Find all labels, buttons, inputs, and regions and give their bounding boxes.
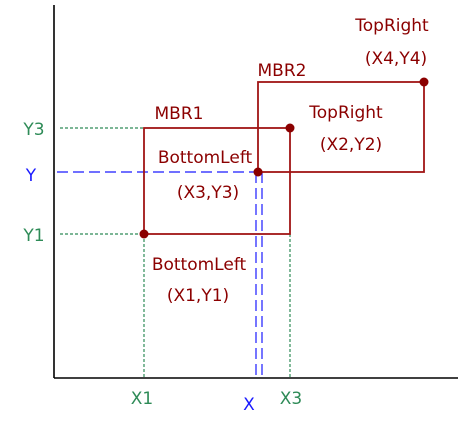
mbr2-rectangle — [257, 81, 425, 173]
mbr1-bottom-left-coords: (X1,Y1) — [167, 286, 229, 306]
y3-label: Y3 — [22, 120, 44, 140]
mbr2-bottom-left-coords: (X3,Y3) — [177, 183, 239, 203]
x-label: X — [243, 395, 255, 415]
mbr2-top-right-coords: (X4,Y4) — [365, 49, 427, 69]
mbr1-bottom-left-point — [139, 229, 149, 239]
y1-label: Y1 — [22, 226, 44, 246]
mbr1-top-right-point — [285, 123, 295, 133]
mbr1-bottom-left-title: BottomLeft — [152, 255, 247, 275]
mbr1-label: MBR1 — [155, 104, 204, 124]
mbr1-top-right-coords: (X2,Y2) — [320, 135, 382, 155]
y-label: Y — [25, 166, 37, 186]
mbr2-label: MBR2 — [258, 61, 307, 81]
x1-label: X1 — [131, 389, 153, 409]
mbr2-bottom-left-point — [253, 167, 263, 177]
mbr2-top-right-title: TopRight — [354, 16, 429, 36]
mbr1-top-right-title: TopRight — [308, 103, 383, 123]
mbr1-rectangle — [143, 127, 291, 235]
mbr2-top-right-point — [419, 77, 429, 87]
x3-label: X3 — [280, 389, 302, 409]
mbr2-bottom-left-title: BottomLeft — [158, 148, 253, 168]
